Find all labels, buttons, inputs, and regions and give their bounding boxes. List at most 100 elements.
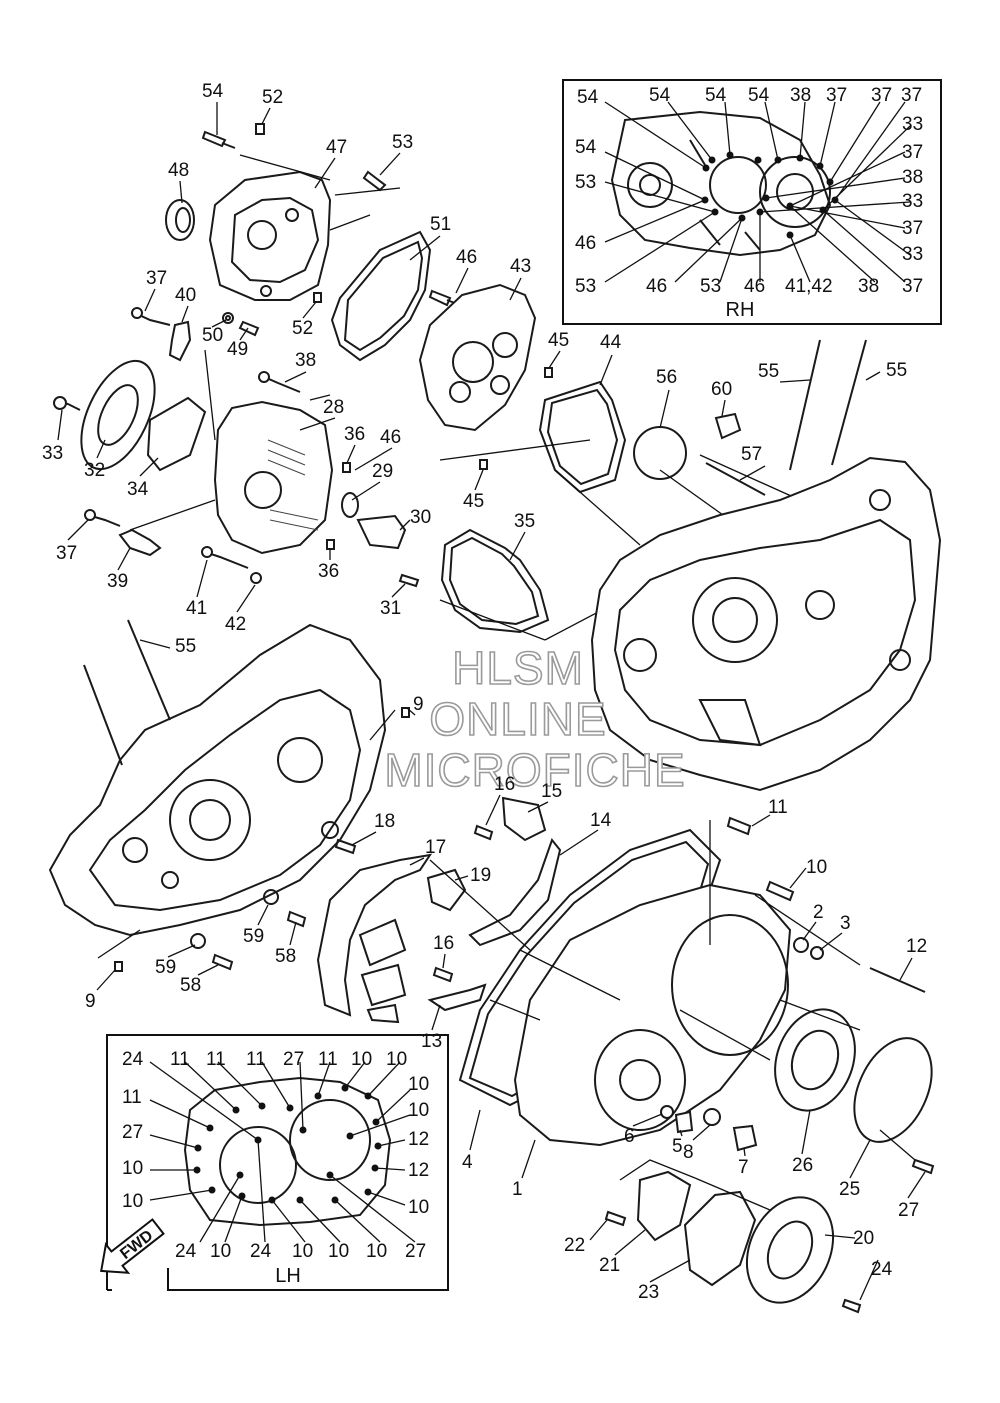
inset-callout: 33 (902, 114, 923, 135)
callout: 14 (590, 810, 612, 831)
callout: 7 (738, 1157, 749, 1178)
callout: 32 (84, 460, 105, 481)
callout: 39 (107, 571, 128, 592)
inset-callout: 10 (408, 1197, 429, 1218)
inset-callout: 27 (122, 1122, 143, 1143)
callout: 19 (470, 865, 491, 886)
inset-callout: 37 (826, 85, 847, 106)
callout: 8 (683, 1142, 694, 1163)
callout: 44 (600, 332, 622, 353)
callout: 11 (768, 797, 788, 818)
inset-callout: 10 (351, 1049, 372, 1070)
inset-callout: 10 (292, 1241, 313, 1262)
callout: 5 (672, 1136, 683, 1157)
callout: 10 (806, 857, 827, 878)
lower-cover-assembly (316, 796, 935, 1314)
inset-callout: 33 (902, 191, 923, 212)
callout: 56 (656, 367, 677, 388)
inset-callout: 37 (901, 85, 922, 106)
inset-callout: 27 (405, 1241, 426, 1262)
callout: 53 (392, 132, 413, 153)
callout: 16 (494, 774, 515, 795)
callout: 3 (840, 913, 851, 934)
callout: 13 (421, 1031, 442, 1052)
callout: 9 (85, 991, 96, 1012)
upper-cover-assembly (53, 123, 742, 634)
callout-labels: 54 52 47 53 48 37 40 50 49 52 51 46 43 4… (42, 81, 927, 1303)
inset-callout: 10 (386, 1049, 407, 1070)
callout: 30 (410, 507, 431, 528)
inset-lh-title: LH (275, 1265, 301, 1287)
callout: 42 (225, 614, 246, 635)
callout: 45 (463, 491, 484, 512)
inset-callout: 53 (575, 276, 596, 297)
inset-callout: 12 (408, 1160, 429, 1181)
inset-callout: 11 (318, 1049, 338, 1070)
inset-callout: 10 (122, 1191, 143, 1212)
svg-text:HLSM: HLSM (452, 642, 584, 694)
callout: 55 (886, 360, 907, 381)
inset-rh-title: RH (726, 299, 755, 321)
inset-callout: 46 (744, 276, 765, 297)
callout-leaders (57, 102, 926, 1301)
callout: 16 (433, 933, 454, 954)
inset-callout: 54 (575, 137, 597, 158)
callout: 36 (344, 424, 365, 445)
callout: 57 (741, 444, 762, 465)
inset-callout: 37 (871, 85, 892, 106)
inset-callout: 37 (902, 218, 923, 239)
callout: 50 (202, 325, 223, 346)
callout: 52 (292, 318, 313, 339)
callout: 45 (548, 330, 569, 351)
callout: 55 (175, 636, 196, 657)
callout: 33 (42, 443, 63, 464)
inset-callout: 11 (246, 1049, 266, 1070)
callout: 49 (227, 339, 248, 360)
callout: 9 (413, 694, 424, 715)
callout: 31 (380, 598, 401, 619)
callout: 29 (372, 461, 393, 482)
inset-callout: 12 (408, 1129, 429, 1150)
callout: 18 (374, 811, 395, 832)
inset-callout: 24 (250, 1241, 272, 1262)
callout: 60 (711, 379, 732, 400)
callout: 1 (512, 1179, 523, 1200)
fwd-arrow-icon: FWD (100, 1218, 165, 1274)
inset-callout: 10 (122, 1158, 143, 1179)
inset-callout: 53 (575, 172, 596, 193)
inset-callout: 11 (206, 1049, 226, 1070)
callout: 15 (541, 781, 562, 802)
callout: 26 (792, 1155, 813, 1176)
callout: 46 (380, 427, 401, 448)
callout: 6 (624, 1126, 635, 1147)
inset-callout: 54 (577, 87, 599, 108)
inset-callout: 24 (175, 1241, 197, 1262)
callout: 17 (425, 837, 446, 858)
callout: 40 (175, 285, 196, 306)
inset-callout: 46 (646, 276, 667, 297)
inset-callout: 27 (283, 1049, 304, 1070)
inset-callout: 10 (366, 1241, 387, 1262)
callout: 27 (898, 1200, 919, 1221)
callout: 58 (275, 946, 296, 967)
callout: 35 (514, 511, 535, 532)
crankcase-right (590, 339, 942, 792)
callout: 55 (758, 361, 779, 382)
callout: 21 (599, 1255, 620, 1276)
callout: 52 (262, 87, 283, 108)
inset-callout: 11 (122, 1087, 142, 1108)
callout: 37 (146, 268, 167, 289)
callout: 41 (186, 598, 207, 619)
inset-callout: 46 (575, 233, 596, 254)
watermark: HLSM ONLINE MICROFICHE (384, 641, 686, 797)
callout: 34 (127, 479, 149, 500)
inset-callout: 38 (858, 276, 879, 297)
callout: 28 (323, 397, 344, 418)
inset-callout: 54 (649, 85, 671, 106)
callout: 46 (456, 247, 477, 268)
inset-callout: 54 (748, 85, 770, 106)
